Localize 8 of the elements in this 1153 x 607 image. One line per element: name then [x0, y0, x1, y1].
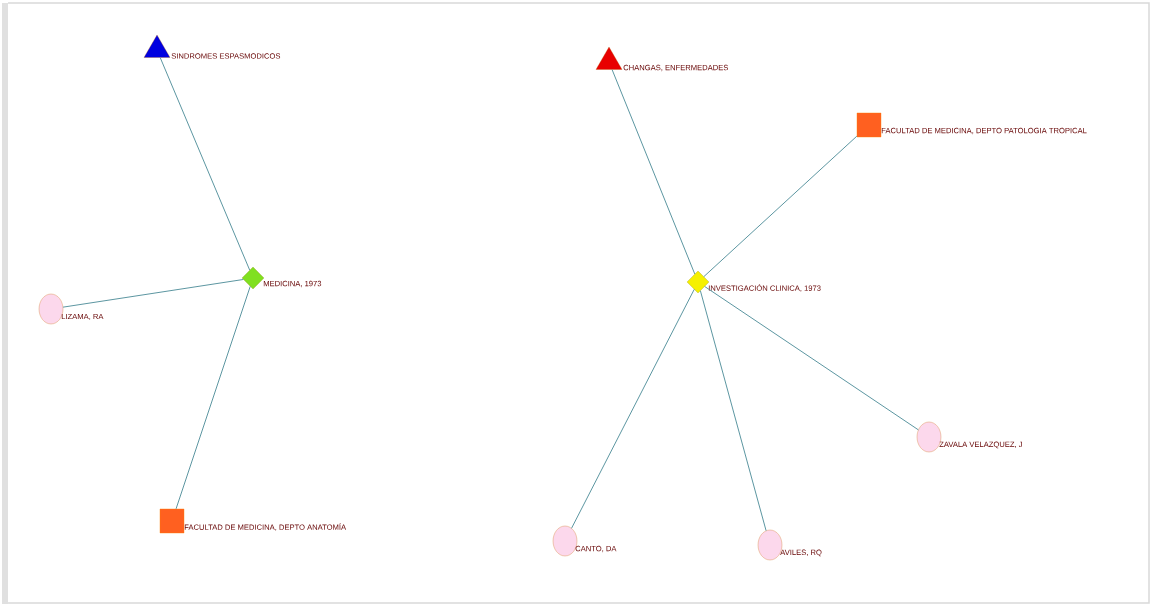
connector-line: [703, 135, 858, 278]
connector-line: [62, 279, 244, 308]
connector-line: [611, 69, 696, 275]
connector-line: [704, 286, 919, 431]
connector-line: [571, 288, 695, 529]
connector-line: [175, 285, 251, 510]
connector-line: [159, 57, 251, 271]
connector-line: [699, 290, 767, 532]
